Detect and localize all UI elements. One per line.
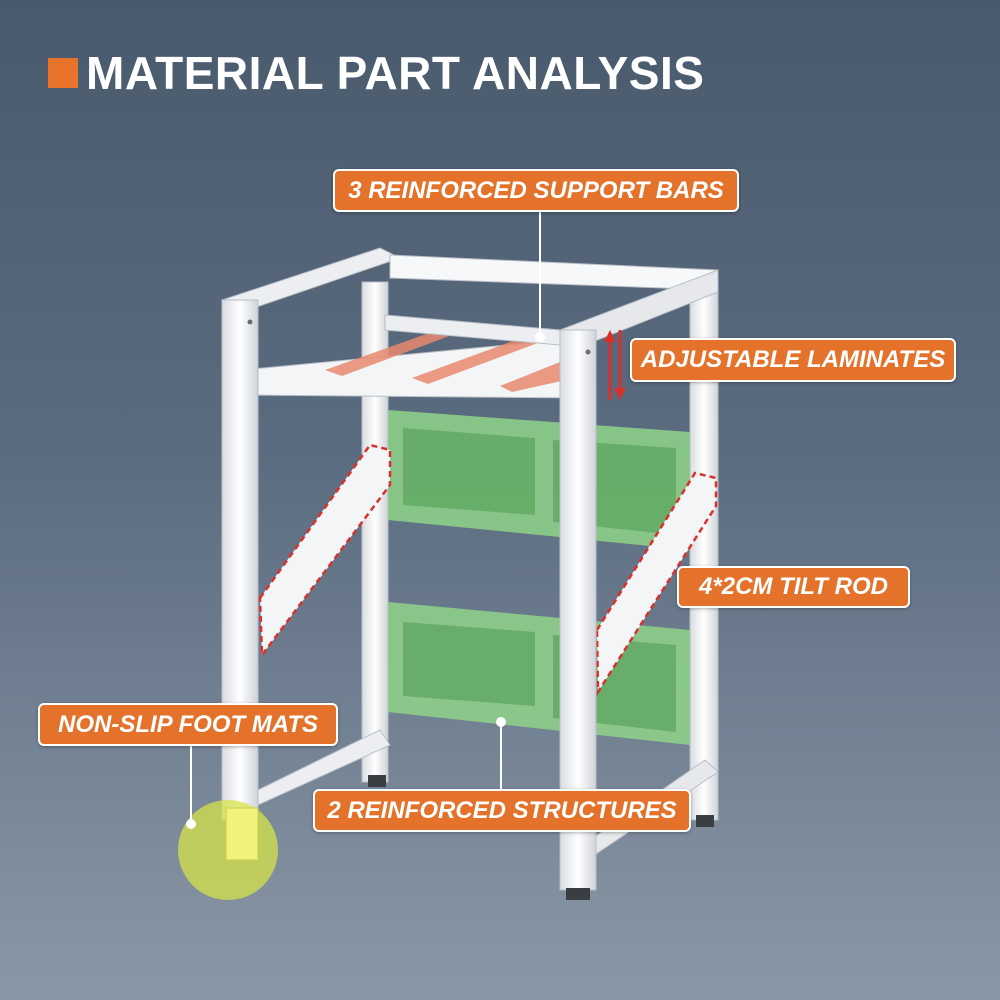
page-title: MATERIAL PART ANALYSIS [86,47,705,99]
structures-leader [500,722,502,790]
foot-mats-leader [190,744,192,824]
header-accent-square [48,58,78,88]
page-header: MATERIAL PART ANALYSIS [48,46,704,100]
foot-mats-dot [186,819,196,829]
support-bars [325,314,566,392]
support-bars-dot [535,332,545,342]
label-tilt-rod: 4*2CM TILT ROD [677,566,910,608]
tilt-rods [258,443,718,697]
support-bars-leader [539,212,541,337]
foot-mat-highlight [178,800,278,900]
label-reinforced-structures: 2 REINFORCED STRUCTURES [313,789,691,832]
label-adjustable-laminates: ADJUSTABLE LAMINATES [630,338,956,382]
structures-dot [496,717,506,727]
label-foot-mats: NON-SLIP FOOT MATS [38,703,338,746]
label-support-bars: 3 REINFORCED SUPPORT BARS [333,169,739,212]
up-down-arrows-icon [604,330,626,400]
